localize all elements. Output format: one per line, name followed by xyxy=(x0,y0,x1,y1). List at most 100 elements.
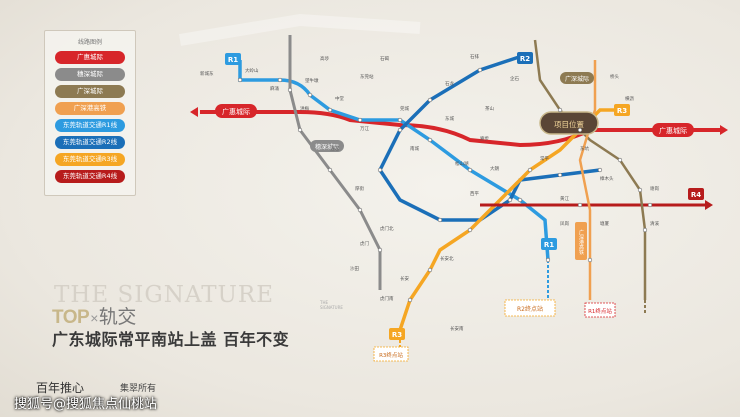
svg-text:R1终点站: R1终点站 xyxy=(588,307,612,315)
guanghui-right-arrow xyxy=(720,125,728,135)
watermark-small: THE SIGNATURE xyxy=(320,300,343,310)
station: 望牛墩 xyxy=(305,77,319,84)
svg-text:广惠城际: 广惠城际 xyxy=(222,107,250,116)
station: 常平 xyxy=(540,155,549,162)
r1-badge: R1 xyxy=(225,53,241,65)
station: 石排 xyxy=(470,53,479,60)
r1-lower-note: R1终点站 xyxy=(584,302,616,318)
station: 麻涌 xyxy=(270,85,279,92)
station: 黄江 xyxy=(560,195,569,202)
guangshen-line xyxy=(533,39,647,300)
watermark-text: THE SIGNATURE xyxy=(54,282,275,308)
background-shapes xyxy=(179,13,421,46)
hub-label: 项目位置 xyxy=(554,119,584,129)
station: 道滘 xyxy=(330,145,339,152)
station: 石碣 xyxy=(380,56,389,62)
legend-item-guangshen-hsr: 广深港高铁 xyxy=(55,102,125,115)
svg-text:广惠城际: 广惠城际 xyxy=(659,126,687,135)
r3-lower-note: R3终点站 xyxy=(373,346,409,362)
svg-text:R2终点站: R2终点站 xyxy=(517,305,543,313)
station: 清溪 xyxy=(650,220,659,227)
r3-badge: R3 xyxy=(614,104,630,116)
suishen-line xyxy=(288,35,382,290)
station: 虎门北 xyxy=(380,225,394,232)
svg-text:广深城际: 广深城际 xyxy=(565,75,589,83)
guanghui-left-tag: 广惠城际 xyxy=(215,104,257,118)
station: 长安南 xyxy=(450,325,464,332)
svg-text:R1: R1 xyxy=(228,56,238,64)
project-hub[interactable]: 项目位置 xyxy=(539,111,599,135)
station: 厚街 xyxy=(355,185,364,192)
station: 谢岗 xyxy=(650,185,659,192)
bottom-right-text: 集翠所有 xyxy=(120,384,157,394)
r4-right-arrow xyxy=(705,200,713,210)
station: 石龙 xyxy=(445,80,454,87)
svg-text:R3终点站: R3终点站 xyxy=(379,351,403,359)
legend-item-guanghui: 广惠城际 xyxy=(55,51,125,64)
station: 大朗 xyxy=(490,165,499,172)
r2-badge: R2 xyxy=(517,52,533,64)
title-keyword: 轨交 xyxy=(98,306,137,328)
station: 莞城 xyxy=(400,105,409,112)
svg-text:R4: R4 xyxy=(691,191,701,199)
r4-badge: R4 xyxy=(688,188,704,200)
title-x: × xyxy=(90,310,98,326)
station: 东坑 xyxy=(580,145,589,152)
station: 塘厦 xyxy=(600,220,609,227)
station: 樟木头 xyxy=(600,175,614,182)
station: 虎门南 xyxy=(380,295,394,302)
guangshen-hsr-tag: 广深港高铁 xyxy=(575,222,587,260)
r1-line xyxy=(238,60,550,261)
suishen-tag: 穗深城际 xyxy=(310,140,344,152)
legend-title: 线路图例 xyxy=(77,39,102,46)
svg-text:R1: R1 xyxy=(544,241,554,249)
station: 长安北 xyxy=(440,255,454,262)
title-top: TOP×轨交 xyxy=(52,302,136,329)
station: 中堂 xyxy=(335,95,344,102)
guanghui-line xyxy=(200,110,720,148)
station-dots xyxy=(237,67,653,303)
legend-item-r1: 东莞轨道交通R1线 xyxy=(55,119,125,132)
station: 横沥 xyxy=(625,95,634,102)
r1-lower-badge: R1 xyxy=(541,238,557,250)
station: 企石 xyxy=(510,75,519,82)
r3-lower-badge: R3 xyxy=(389,328,405,340)
guanghui-left-arrow xyxy=(190,107,198,117)
station-labels: 新城东 大岭山 望牛墩 中堂 东莞站 石龙 莞城 南城 东城 松山湖 寮步 大朗… xyxy=(200,53,659,332)
station: 茶山 xyxy=(485,105,494,112)
legend-item-r2: 东莞轨道交通R2线 xyxy=(55,136,125,149)
svg-text:广深港高铁: 广深港高铁 xyxy=(578,229,584,256)
svg-text:R2: R2 xyxy=(520,55,530,63)
bottom-left-text: 百年推心 xyxy=(36,381,85,395)
station: 西平 xyxy=(470,191,479,197)
svg-text:穗深城际: 穗深城际 xyxy=(315,143,339,151)
legend-item-suishen: 穗深城际 xyxy=(55,68,125,81)
station: 高埗 xyxy=(320,55,329,62)
station: 长安 xyxy=(400,275,409,282)
station: 南城 xyxy=(410,145,419,152)
credit-watermark: 搜狐号@搜狐焦点仙桃站 xyxy=(14,397,158,412)
station: 沙田 xyxy=(350,266,359,272)
guanghui-right-tag: 广惠城际 xyxy=(652,123,694,137)
svg-text:R3: R3 xyxy=(617,107,627,115)
r2-line xyxy=(377,53,601,222)
svg-text:R3: R3 xyxy=(392,331,402,339)
station: 洪梅 xyxy=(300,105,309,112)
r2-lower-note: R2终点站 xyxy=(504,299,556,317)
station: 松山湖 xyxy=(455,160,469,167)
title-main: 广东城际常平南站上盖 百年不变 xyxy=(52,330,290,349)
legend-item-r4: 东莞轨道交通R4线 xyxy=(55,170,125,183)
legend-item-guangshen: 广深城际 xyxy=(55,85,125,98)
station: 新城东 xyxy=(200,70,214,77)
station: 万江 xyxy=(360,125,369,132)
station: 东城 xyxy=(445,115,454,122)
station: 大岭山 xyxy=(245,67,259,74)
station: 桥头 xyxy=(610,73,619,80)
station: 虎门 xyxy=(360,240,369,247)
station: 东莞站 xyxy=(360,73,374,80)
guangshen-tag: 广深城际 xyxy=(560,72,594,84)
legend-panel: 线路图例 广惠城际 穗深城际 广深城际 广深港高铁 东莞轨道交通R1线 东莞轨道… xyxy=(44,30,136,196)
legend-item-r3: 东莞轨道交通R3线 xyxy=(55,153,125,166)
